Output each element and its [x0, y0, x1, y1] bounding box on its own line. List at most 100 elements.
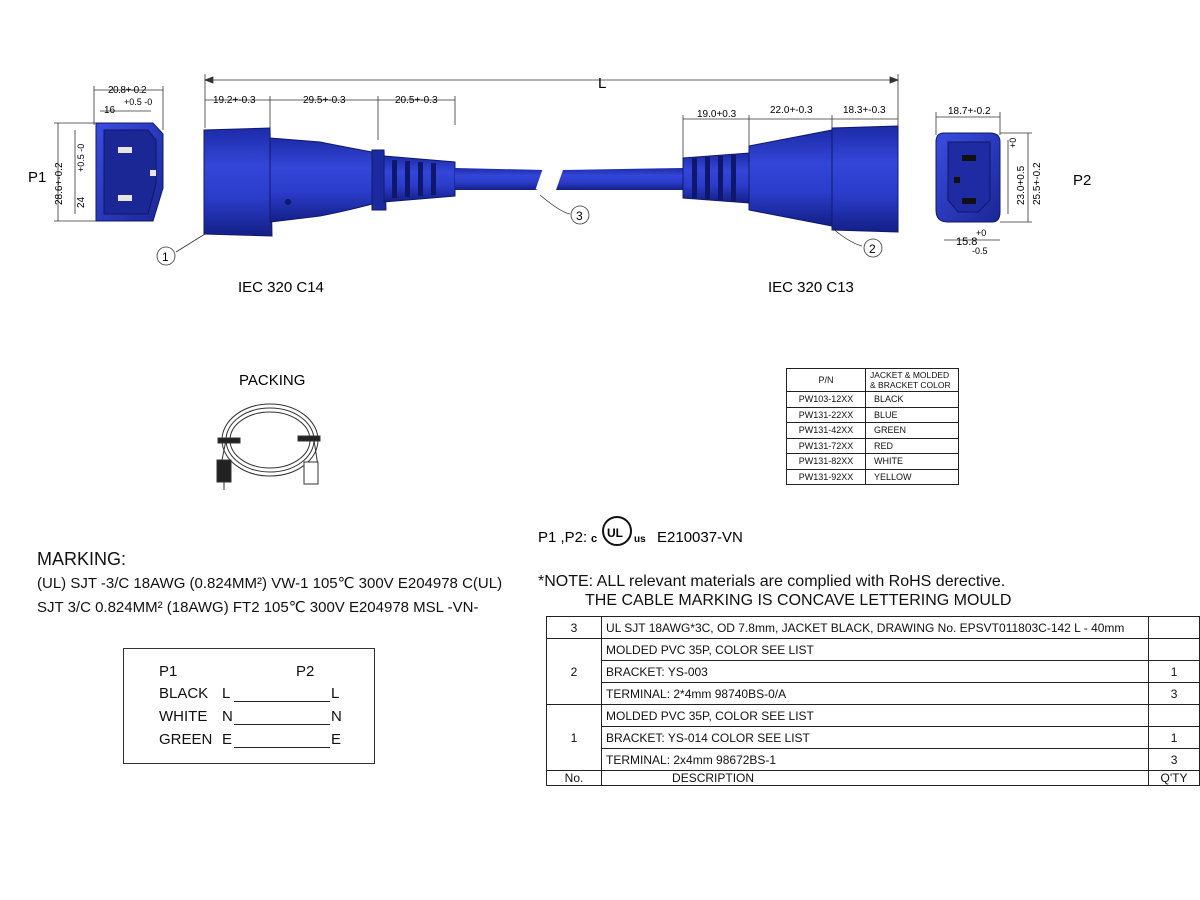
bom-qty: 1: [1148, 660, 1200, 683]
marking-line-2: SJT 3/C 0.824MM² (18AWG) FT2 105℃ 300V E…: [37, 599, 479, 616]
socket-icon: [962, 155, 976, 161]
pin-icon: [118, 147, 132, 153]
bom-desc: BRACKET: YS-003: [601, 660, 1150, 683]
table-row: BRACKET: YS-014 COLOR SEE LIST 1: [547, 726, 1200, 749]
pn-cell: PW131-72XX: [786, 437, 866, 454]
pn-cell: PW103-12XX: [786, 391, 866, 408]
bom-no: 1: [545, 704, 603, 771]
p2-inner-height-dim: 23.0+0.5: [1016, 165, 1027, 205]
table-row: TERMINAL: 2x4mm 98672BS-1 3: [547, 748, 1200, 771]
bom-qty: [1148, 616, 1200, 639]
bom-table: 3 UL SJT 18AWG*3C, OD 7.8mm, JACKET BLAC…: [545, 616, 1200, 786]
pn-cell: PW131-42XX: [786, 422, 866, 439]
bom-no: 3: [545, 616, 603, 639]
pin-icon: [118, 195, 132, 201]
bom-qty: 3: [1148, 682, 1200, 705]
p1-inner-width-tol: +0.5 -0: [124, 97, 152, 107]
p2-height-dim: 25.5+-0.2: [1032, 162, 1043, 205]
p2-inner-width-dim: 15.8: [956, 236, 977, 248]
color-cell: GREEN: [865, 422, 959, 439]
wire-p1-terminal: N: [222, 708, 233, 725]
p2-face-view: [935, 132, 1001, 223]
c14-label: IEC 320 C14: [238, 279, 324, 296]
bom-qty: 1: [1148, 726, 1200, 749]
ul-logo-icon: [602, 516, 632, 546]
pn-color-table: P/N JACKET & MOLDED & BRACKET COLOR PW10…: [786, 368, 959, 485]
right-seg1-dim: 19.0+0.3: [697, 109, 737, 120]
p2-inner-width-tol-up: +0: [976, 228, 986, 238]
bom-desc: TERMINAL: 2x4mm 98672BS-1: [601, 748, 1150, 771]
cable: [455, 168, 683, 191]
c13-connector-side: [682, 125, 899, 233]
p1-dimension-lines: [54, 86, 164, 222]
packing-coil-icon: [216, 403, 321, 490]
wiring-p1-label: P1: [159, 663, 178, 680]
socket-icon: [962, 198, 976, 204]
p1-label: P1: [28, 169, 46, 186]
wire-p2-terminal: E: [331, 731, 342, 748]
p2-label: P2: [1073, 172, 1091, 189]
color-cell: BLUE: [865, 406, 959, 423]
bom-desc: UL SJT 18AWG*3C, OD 7.8mm, JACKET BLACK,…: [601, 616, 1150, 639]
bom-qty: [1148, 638, 1200, 661]
table-row: 1 MOLDED PVC 35P, COLOR SEE LIST: [545, 704, 1200, 771]
right-seg2-dim: 22.0+-0.3: [770, 105, 813, 116]
left-seg2-dim: 29.5+-0.3: [303, 95, 346, 106]
bom-header-desc: DESCRIPTION: [601, 770, 1150, 786]
length-label: L: [598, 75, 606, 92]
bom-desc: MOLDED PVC 35P, COLOR SEE LIST: [601, 704, 1150, 727]
wire-connection-line: [234, 747, 330, 748]
p1-face-view: [95, 122, 164, 222]
p1-inner-width-dim: 16: [104, 105, 116, 116]
right-segment-dims: [682, 115, 898, 158]
wire-p2-terminal: N: [331, 708, 342, 725]
p1-height-dim: 28.6+-0.2: [54, 162, 65, 205]
right-seg3-dim: 18.3+-0.3: [843, 105, 886, 116]
table-row: BRACKET: YS-003 1: [547, 660, 1200, 683]
color-cell: RED: [865, 437, 959, 454]
callout-2: 2: [869, 242, 876, 256]
p2-inner-height-tol: +0: [1008, 138, 1018, 148]
cert-mark-ul: UL: [607, 526, 623, 540]
wire-p1-terminal: E: [222, 731, 233, 748]
wire-connection-line: [234, 701, 330, 702]
bom-desc: TERMINAL: 2*4mm 98740BS-0/A: [601, 682, 1150, 705]
p2-dimension-lines: [935, 112, 1032, 241]
color-cell: YELLOW: [865, 468, 959, 485]
cert-mark-c: c: [591, 533, 597, 545]
pin-icon: [150, 170, 156, 176]
bom-qty: 3: [1148, 748, 1200, 771]
color-cell: BLACK: [865, 391, 959, 408]
bom-desc: MOLDED PVC 35P, COLOR SEE LIST: [601, 638, 1150, 661]
pn-header: P/N: [786, 368, 866, 392]
wiring-p2-label: P2: [296, 663, 315, 680]
pn-cell: PW131-22XX: [786, 406, 866, 423]
left-seg3-dim: 20.5+-0.3: [395, 95, 438, 106]
table-header-row: No. DESCRIPTION Q'TY: [545, 770, 1200, 786]
length-dimension: [203, 74, 900, 128]
wire-p1-terminal: L: [222, 685, 231, 702]
callout-3: 3: [576, 209, 583, 223]
left-seg1-dim: 19.2+-0.3: [213, 95, 256, 106]
cert-prefix: P1 ,P2:: [538, 529, 587, 546]
bom-header-no: No.: [545, 770, 603, 786]
bom-qty: [1148, 704, 1200, 727]
callouts: [156, 194, 883, 266]
pn-cell: PW131-92XX: [786, 468, 866, 485]
packing-label: PACKING: [239, 372, 305, 389]
c14-connector-side: [203, 127, 456, 237]
wire-color-label: GREEN: [159, 731, 213, 748]
wire-color-label: WHITE: [159, 708, 208, 725]
left-segment-dims: [205, 96, 456, 140]
wire-connection-line: [234, 724, 330, 725]
table-row: TERMINAL: 2*4mm 98740BS-0/A 3: [547, 682, 1200, 705]
color-cell: WHITE: [865, 453, 959, 470]
